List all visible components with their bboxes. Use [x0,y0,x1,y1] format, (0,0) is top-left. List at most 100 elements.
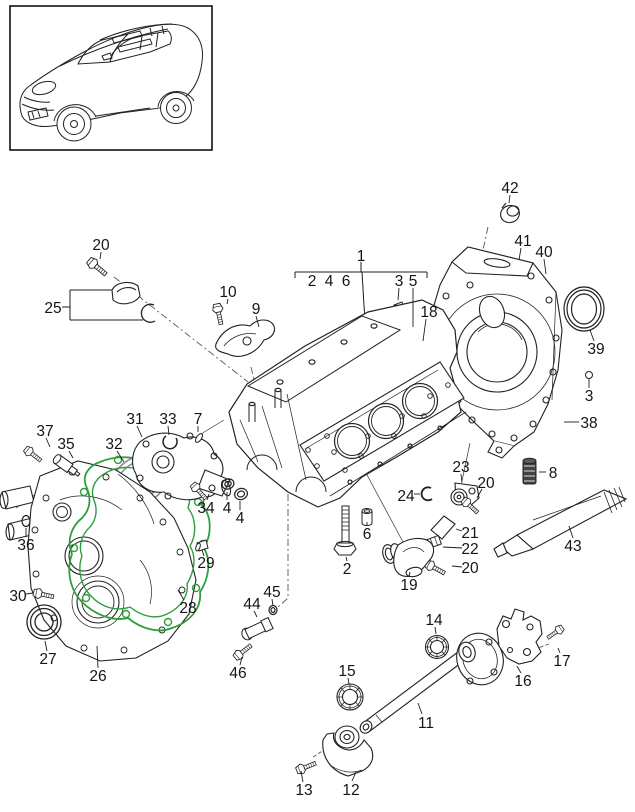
head-gasket-face [299,361,465,482]
part-label-44: 44 [243,596,261,613]
part-label-15: 15 [338,663,355,680]
part-label-45: 45 [263,584,280,601]
retaining-clip-33 [162,435,178,450]
part-label-22: 22 [461,541,478,558]
o-ring-36 [21,514,31,528]
part-label-30: 30 [9,588,27,605]
dowel-pin-7 [194,433,204,443]
front-wheel [56,106,92,142]
thumbnail-frame [9,5,213,151]
leader-line-14 [434,626,437,635]
bolt-20-top [84,255,110,280]
screw-plug-8 [522,457,537,485]
part-label-2: 2 [343,561,352,578]
part-label-35: 35 [57,436,74,453]
front-crank-seal [26,604,62,640]
part-label-40: 40 [535,244,553,261]
leader-line-20 [476,488,483,499]
stud-bolt-2 [333,505,357,556]
bolt-37 [21,444,45,465]
leader-line-44 [253,610,258,618]
part-label-34: 34 [197,500,215,517]
leader-line-11 [417,702,423,715]
bearing-clamp-25 [111,281,141,305]
part-label-43: 43 [564,538,581,555]
part-label-3: 3 [395,273,404,290]
leader-line-31 [136,425,143,438]
leader-line-15 [347,677,350,685]
balance-shaft-group [322,608,543,777]
sensor-44 [241,616,274,641]
leader-line-10 [226,298,229,305]
part-label-5: 5 [409,273,418,290]
engine-block [228,299,467,508]
part-label-39: 39 [587,341,604,358]
leader-line-19 [408,571,411,578]
bolt-13 [294,758,318,776]
part-label-33: 33 [159,411,176,428]
water-pump [131,432,232,501]
part-label-29: 29 [197,555,214,572]
part-label-36: 36 [17,537,34,554]
sealant-tube-43 [493,486,628,558]
part-label-42: 42 [501,180,518,197]
sealing-cap [500,202,520,224]
part-label-14: 14 [425,612,443,629]
leader-line-41 [518,247,522,261]
part-label-25: 25 [44,300,61,317]
c-clip-24 [420,486,433,502]
part-label-4: 4 [325,273,334,290]
leader-line-9 [255,315,260,328]
bolt-17 [544,623,566,642]
part-label-24: 24 [397,488,415,505]
rear-crank-seal [563,286,605,332]
leader-line-37 [45,437,51,448]
leader-line-35 [68,450,74,459]
part-label-4: 4 [236,510,245,527]
leader-line-30 [25,592,34,595]
part-label-9: 9 [252,301,261,318]
part-label-20: 20 [477,475,495,492]
part-label-10: 10 [219,284,237,301]
part-label-26: 26 [89,668,106,685]
small-plug [585,371,593,379]
needle-bearing-14 [424,634,450,660]
needle-bearing-15 [336,683,364,711]
part-label-28: 28 [179,600,196,617]
leader-line-42 [508,194,511,204]
part-label-13: 13 [295,782,312,799]
sensor-35 [52,454,81,477]
leader-line-46 [239,656,243,666]
leader-line-20 [99,251,102,260]
leader-line-23 [460,473,463,484]
bolt-46 [231,640,255,663]
group-bracket-25 [62,289,143,321]
dowel-sleeve-6 [361,508,373,526]
vehicle-thumbnail [9,5,213,151]
leader-line-22 [442,546,463,549]
part-label-16: 16 [514,673,531,690]
part-label-18: 18 [420,304,437,321]
leader-line-18 [422,318,427,342]
seal-rings-4 [221,478,248,501]
leader-line-32 [116,450,125,463]
part-label-4: 4 [223,500,232,517]
part-label-20: 20 [92,237,110,254]
part-label-1: 1 [357,248,366,265]
rear-wheel [160,92,192,124]
timing-cover [0,460,197,662]
leader-line-29 [201,549,205,557]
housing-top-arm [451,246,534,277]
part-label-12: 12 [342,782,359,799]
part-label-41: 41 [514,233,531,250]
part-label-2: 2 [308,273,317,290]
cover-plate-21 [430,515,456,540]
part-label-7: 7 [194,411,203,428]
leader-line-20 [451,565,463,568]
leader-line-39 [589,329,595,342]
cylinder-bores [333,382,439,460]
part-label-27: 27 [39,651,56,668]
leader-line-16 [516,665,522,674]
